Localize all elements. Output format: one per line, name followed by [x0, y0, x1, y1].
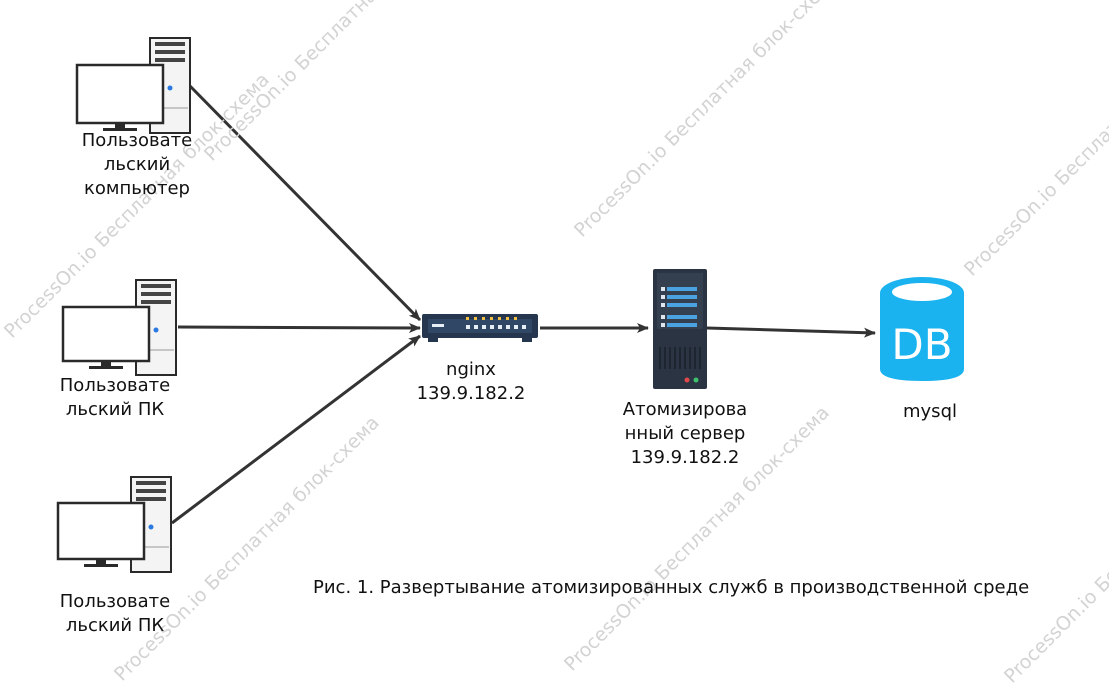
label-line: льский ПК — [65, 615, 165, 636]
edge-pc1-nginx — [188, 84, 422, 322]
nginx-label: nginx 139.9.182.2 — [396, 358, 546, 406]
computer-icon — [61, 279, 177, 376]
server-icon — [653, 269, 707, 389]
label-line: mysql — [903, 401, 957, 422]
label-line: льский ПК — [65, 399, 165, 420]
label-line: Атомизирова — [622, 399, 748, 420]
db-icon-label: DB — [891, 320, 952, 369]
label-line: льский — [103, 154, 171, 175]
computer-icon — [56, 476, 172, 573]
database-icon: DB — [880, 277, 964, 381]
label-line: nginx — [446, 359, 496, 380]
label-line: компьютер — [84, 178, 190, 199]
edge-pc2-nginx — [177, 322, 421, 333]
label-line: 139.9.182.2 — [416, 383, 526, 404]
label-line: 139.9.182.2 — [630, 447, 740, 468]
server-label: Атомизирова нный сервер 139.9.182.2 — [605, 398, 765, 470]
edge-pc3-nginx — [171, 334, 421, 525]
figure-caption: Рис. 1. Развертывание атомизированных сл… — [313, 577, 1030, 598]
edge-server-db — [706, 326, 876, 338]
label-line: нный сервер — [624, 423, 746, 444]
label-line: Пользовате — [81, 130, 193, 151]
pc2-label: Пользовате льский ПК — [40, 374, 190, 422]
computer-icon — [75, 37, 191, 134]
pc3-label: Пользовате льский ПК — [40, 590, 190, 638]
switch-icon — [422, 314, 538, 342]
pc1-label: Пользовате льский компьютер — [62, 129, 212, 201]
label-line: Пользовате — [59, 591, 171, 612]
db-label: mysql — [870, 400, 990, 424]
label-line: Пользовате — [59, 375, 171, 396]
